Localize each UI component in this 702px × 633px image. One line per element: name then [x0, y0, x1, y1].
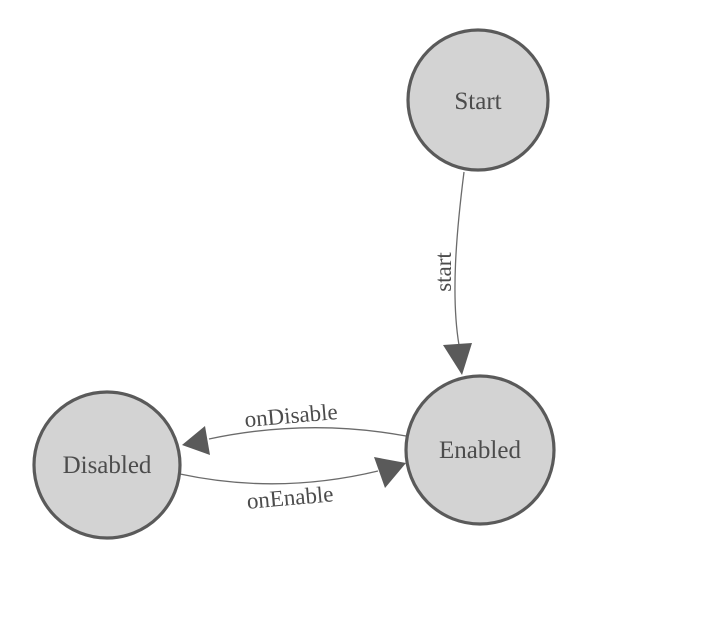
node-disabled-label: Disabled — [63, 452, 152, 479]
edge-onenable-transition: onEnable — [179, 457, 406, 514]
edge-line-ondisable — [208, 427, 407, 440]
node-disabled: Disabled — [32, 390, 182, 540]
node-enabled-label: Enabled — [439, 437, 521, 464]
arrowhead-disabled-to-enabled-icon — [374, 457, 406, 488]
edge-start-transition: start — [431, 171, 472, 375]
edge-label-onenable: onEnable — [246, 481, 335, 513]
arrowhead-enabled-to-disabled-icon — [182, 426, 210, 455]
node-start-label: Start — [454, 88, 501, 115]
edge-line-onenable — [179, 470, 379, 485]
node-start-circle — [406, 28, 550, 172]
node-enabled-circle — [404, 374, 556, 526]
edge-label-ondisable: onDisable — [244, 399, 339, 432]
edge-ondisable-transition: onDisable — [182, 399, 407, 455]
edge-label-start: start — [431, 252, 456, 292]
node-disabled-circle — [32, 390, 182, 540]
edge-line-start — [454, 171, 465, 346]
node-start: Start — [406, 28, 550, 172]
node-enabled: Enabled — [404, 374, 556, 526]
arrowhead-start-to-enabled-icon — [443, 343, 472, 375]
